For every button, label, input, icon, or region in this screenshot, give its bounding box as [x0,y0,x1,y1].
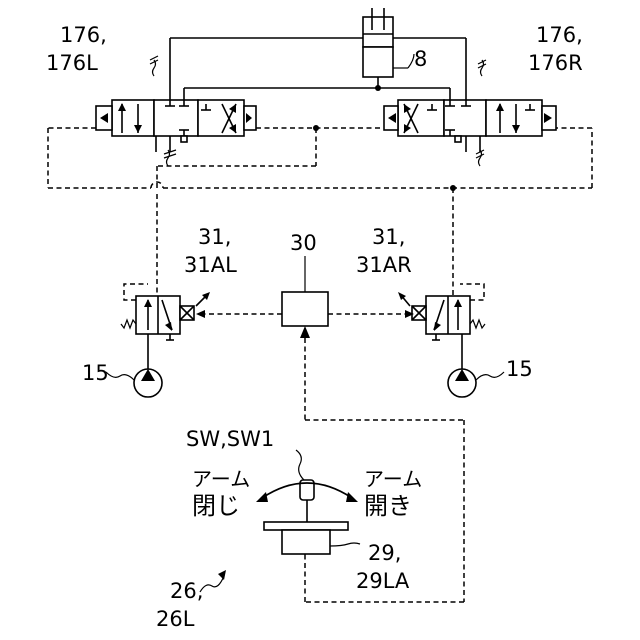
valve-right-label-a: 176, [536,23,583,47]
pump-left [106,369,162,397]
pilot-lines [48,125,592,296]
arm-open-label-a: アーム [364,467,422,491]
directional-valve-left [96,56,256,166]
cylinder-label: 8 [414,47,427,71]
operating-device-label-b: 26L [156,607,195,631]
lever-label-b: 29LA [356,569,410,593]
pcv-left-label-a: 31, [198,225,231,249]
directional-valve-right [384,60,556,166]
pump-right [448,369,504,397]
valve-left-label-a: 176, [60,23,107,47]
valve-right-label-b: 176R [528,51,583,75]
lever-label-a: 29, [368,541,401,565]
boom-cylinder [363,8,414,77]
arm-open-label-b: 開き [364,492,412,520]
operating-device-label-a: 26, [170,579,203,603]
arm-close-label-a: アーム [192,467,250,491]
pump-right-label: 15 [506,357,533,381]
pcv-left-label-b: 31AL [184,253,237,277]
pressure-control-valve-left [121,284,210,370]
pump-left-label: 15 [82,361,109,385]
controller-label: 30 [290,231,317,255]
pressure-control-valve-right [398,284,485,370]
switch-label: SW,SW1 [186,427,274,451]
pcv-right-label-a: 31, [372,225,405,249]
valve-left-label-b: 176L [46,51,98,75]
arm-close-label-b: 閉じ [192,492,240,520]
pcv-right-label-b: 31AR [356,253,412,277]
